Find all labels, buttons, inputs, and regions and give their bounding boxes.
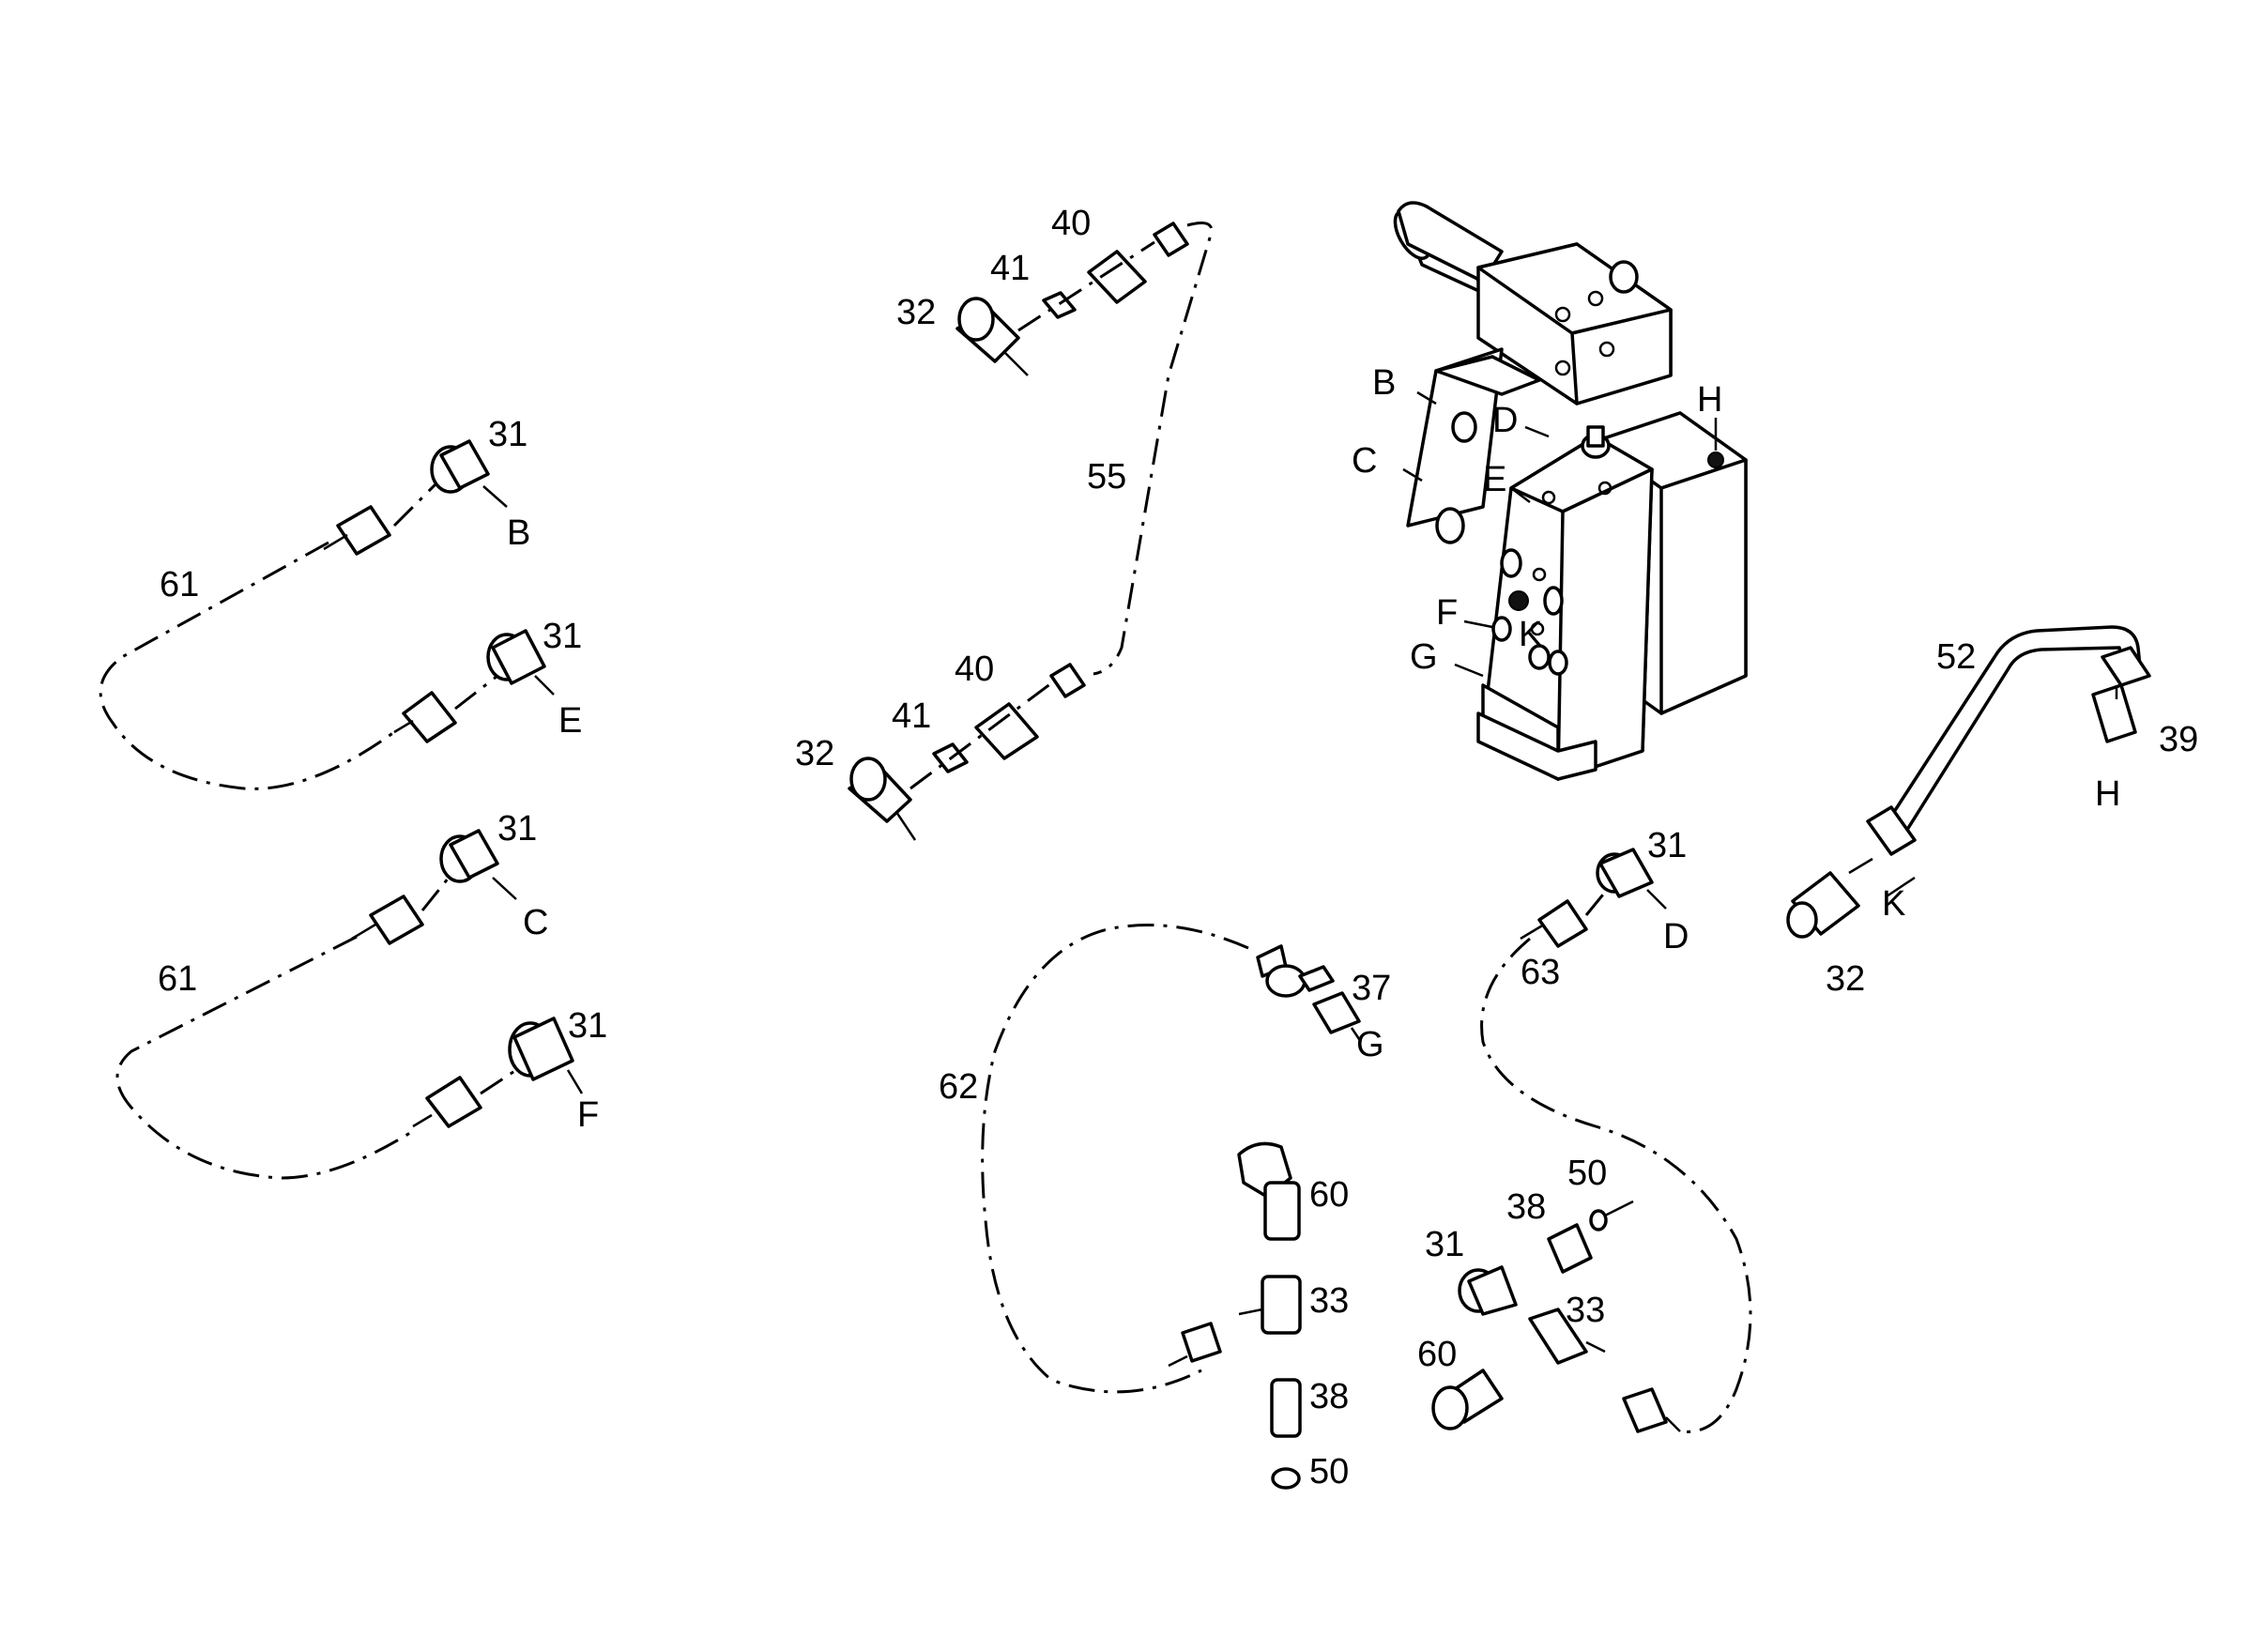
label-f-left: F: [577, 1095, 599, 1135]
label-62: 62: [939, 1067, 978, 1107]
label-31-d: 31: [1647, 826, 1687, 865]
label-61-lower: 61: [158, 959, 197, 999]
label-f-block: F: [1436, 593, 1458, 633]
label-31-bottom: 31: [1425, 1225, 1464, 1264]
label-33-right: 33: [1566, 1291, 1605, 1330]
label-33-left: 33: [1309, 1281, 1349, 1321]
label-31-c: 31: [497, 809, 537, 849]
label-63: 63: [1521, 953, 1560, 992]
label-37: 37: [1352, 969, 1391, 1008]
label-61-upper: 61: [160, 565, 199, 604]
label-31-b: 31: [488, 415, 527, 454]
label-c-left: C: [523, 903, 548, 942]
label-h-block: H: [1697, 380, 1722, 420]
label-41-bottom: 41: [892, 696, 931, 736]
label-38-left: 38: [1309, 1377, 1349, 1416]
pipe-55-assembly: [848, 222, 1214, 841]
tee-column-left: [1168, 1141, 1302, 1490]
label-k-block: K: [1519, 615, 1542, 654]
label-40-bottom: 40: [955, 650, 994, 689]
hose-61-upper: [99, 439, 555, 790]
label-60-right: 60: [1417, 1335, 1457, 1374]
label-b-block: B: [1372, 363, 1396, 403]
label-38-right: 38: [1506, 1187, 1546, 1227]
label-g-lower: G: [1356, 1025, 1384, 1064]
label-k-right: K: [1882, 884, 1905, 924]
label-55: 55: [1087, 457, 1126, 497]
callout-labels: 32 41 40 55 40 41 32 31 B 61 31 E 31 C 6…: [158, 204, 2198, 1491]
label-50-left: 50: [1309, 1452, 1349, 1491]
hose-63-assembly: [1480, 848, 1752, 1433]
label-d-right: D: [1663, 917, 1689, 956]
label-40-top: 40: [1051, 204, 1091, 243]
pipe-52-assembly: [1786, 625, 2151, 939]
label-e-left: E: [558, 701, 582, 741]
label-d-block: D: [1492, 401, 1518, 440]
label-39: 39: [2159, 720, 2198, 759]
hose-62-assembly: [981, 924, 1363, 1394]
label-c-block: C: [1352, 441, 1377, 481]
valve-block-assembly: [1393, 201, 1748, 781]
hose-61-lower: [115, 829, 584, 1180]
label-60-left: 60: [1309, 1175, 1349, 1215]
label-31-f: 31: [568, 1006, 607, 1046]
label-g-block: G: [1410, 637, 1438, 677]
label-e-block: E: [1483, 460, 1506, 499]
label-32-top: 32: [896, 293, 936, 332]
label-32-right: 32: [1826, 959, 1865, 999]
label-h-right: H: [2095, 774, 2120, 814]
label-41-top: 41: [990, 249, 1030, 288]
tee-cluster-right: [1431, 1200, 1681, 1433]
label-32-bottom: 32: [795, 734, 834, 773]
label-50-right: 50: [1567, 1154, 1607, 1193]
label-31-e: 31: [543, 617, 582, 656]
label-52: 52: [1936, 637, 1976, 677]
label-b-left: B: [507, 513, 530, 553]
